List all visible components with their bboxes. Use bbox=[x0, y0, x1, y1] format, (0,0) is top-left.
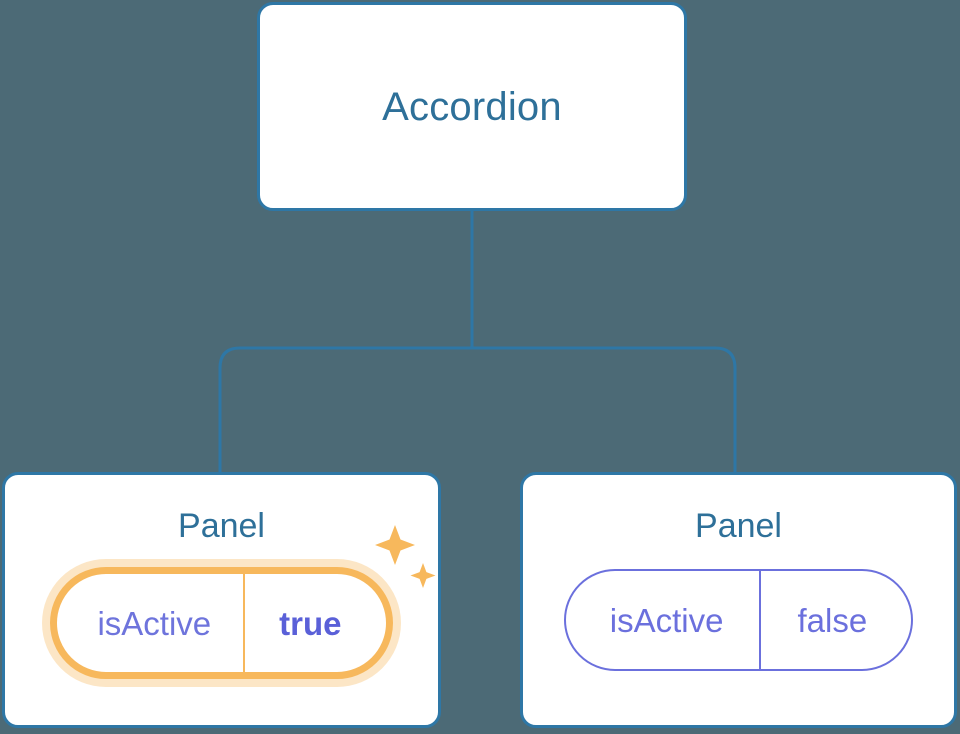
node-panel-0-title: Panel bbox=[178, 507, 265, 545]
prop-pill-wrapper-1: isActive false bbox=[563, 569, 914, 671]
node-panel-1[interactable]: Panel isActive false bbox=[520, 472, 957, 728]
sparkle-small-icon bbox=[410, 563, 436, 588]
node-accordion-title: Accordion bbox=[382, 84, 562, 129]
sparkle-icon bbox=[374, 525, 415, 565]
prop-key: isActive bbox=[97, 604, 212, 642]
prop-pill-wrapper-0: isActive true bbox=[50, 525, 436, 679]
prop-value: true bbox=[243, 574, 385, 672]
prop-value: false bbox=[759, 571, 911, 669]
node-panel-1-title: Panel bbox=[695, 507, 782, 545]
connector-branch-bus bbox=[218, 346, 737, 472]
prop-pill-isactive-false[interactable]: isActive false bbox=[563, 569, 914, 671]
prop-pill-isactive-true[interactable]: isActive true bbox=[50, 567, 393, 679]
node-panel-0[interactable]: Panel isActive true bbox=[2, 472, 441, 728]
node-accordion[interactable]: Accordion bbox=[257, 2, 687, 211]
prop-key: isActive bbox=[609, 601, 724, 639]
